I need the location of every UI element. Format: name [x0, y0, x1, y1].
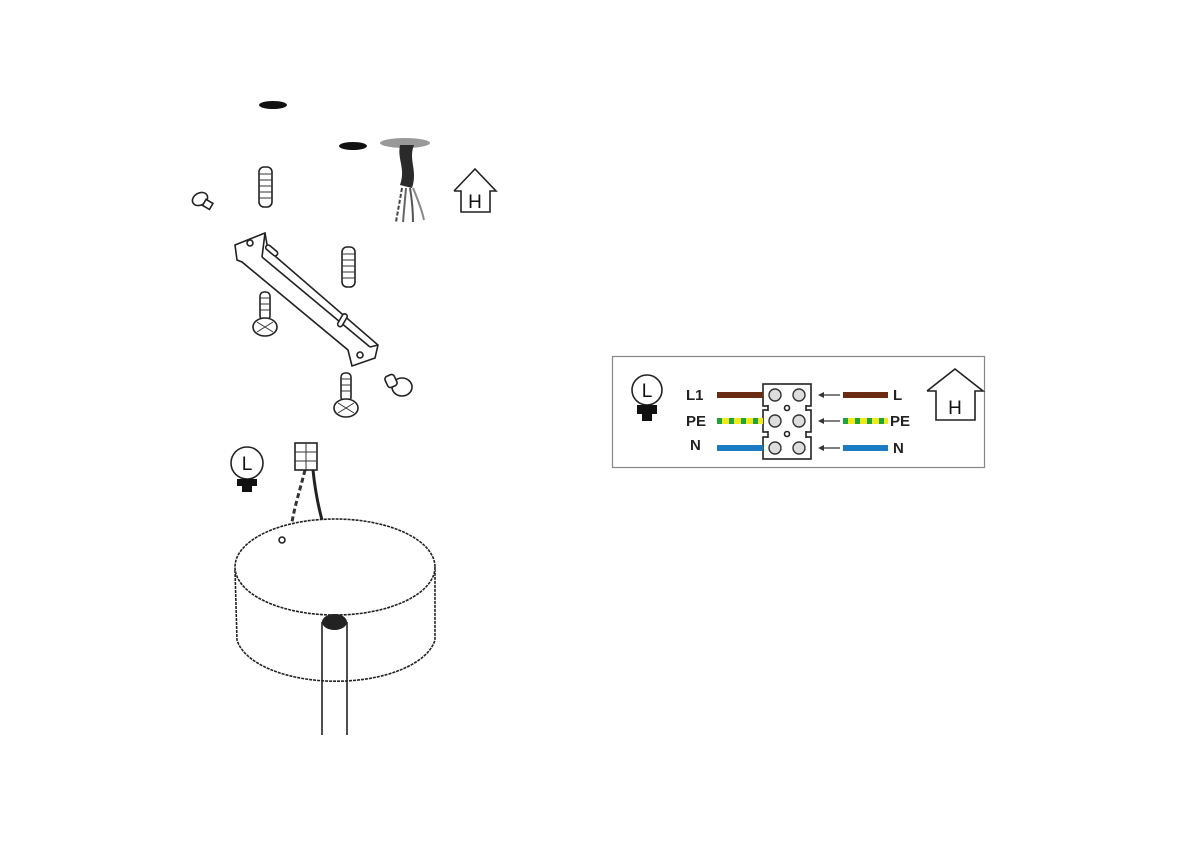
mounting-bracket [234, 231, 379, 368]
svg-text:N: N [893, 440, 904, 457]
mains-cable [395, 145, 425, 223]
wiring-legend-box: L H L1 [611, 355, 986, 469]
terminal-block [762, 383, 812, 460]
wire-row-neutral: N N [690, 437, 904, 457]
svg-text:PE: PE [686, 413, 706, 430]
svg-text:L1: L1 [686, 387, 704, 404]
house-icon: H [926, 367, 986, 421]
svg-text:PE: PE [890, 413, 910, 430]
svg-text:H: H [468, 192, 482, 213]
wall-plug [341, 246, 356, 288]
machine-screw [191, 191, 215, 211]
svg-text:N: N [690, 437, 701, 454]
wood-screw [333, 372, 359, 418]
svg-text:L: L [893, 387, 902, 404]
wire-row-phase: L1 L [686, 387, 902, 404]
cable-outlet [380, 138, 430, 148]
lamp-terminal-block [290, 442, 324, 523]
lamp-rod [321, 614, 348, 735]
ceiling-hole [259, 101, 287, 109]
lamp-icon: L [631, 374, 663, 421]
svg-text:L: L [642, 381, 653, 402]
wall-plug [258, 166, 273, 208]
wire-row-earth: PE PE [686, 413, 910, 430]
lamp-icon: L [230, 446, 264, 492]
lamp-canopy [234, 518, 436, 682]
svg-text:H: H [948, 398, 962, 419]
machine-screw [384, 373, 413, 397]
house-icon: H [453, 167, 498, 213]
ceiling-hole [339, 142, 367, 150]
wood-screw [252, 291, 278, 337]
svg-text:L: L [242, 454, 253, 475]
